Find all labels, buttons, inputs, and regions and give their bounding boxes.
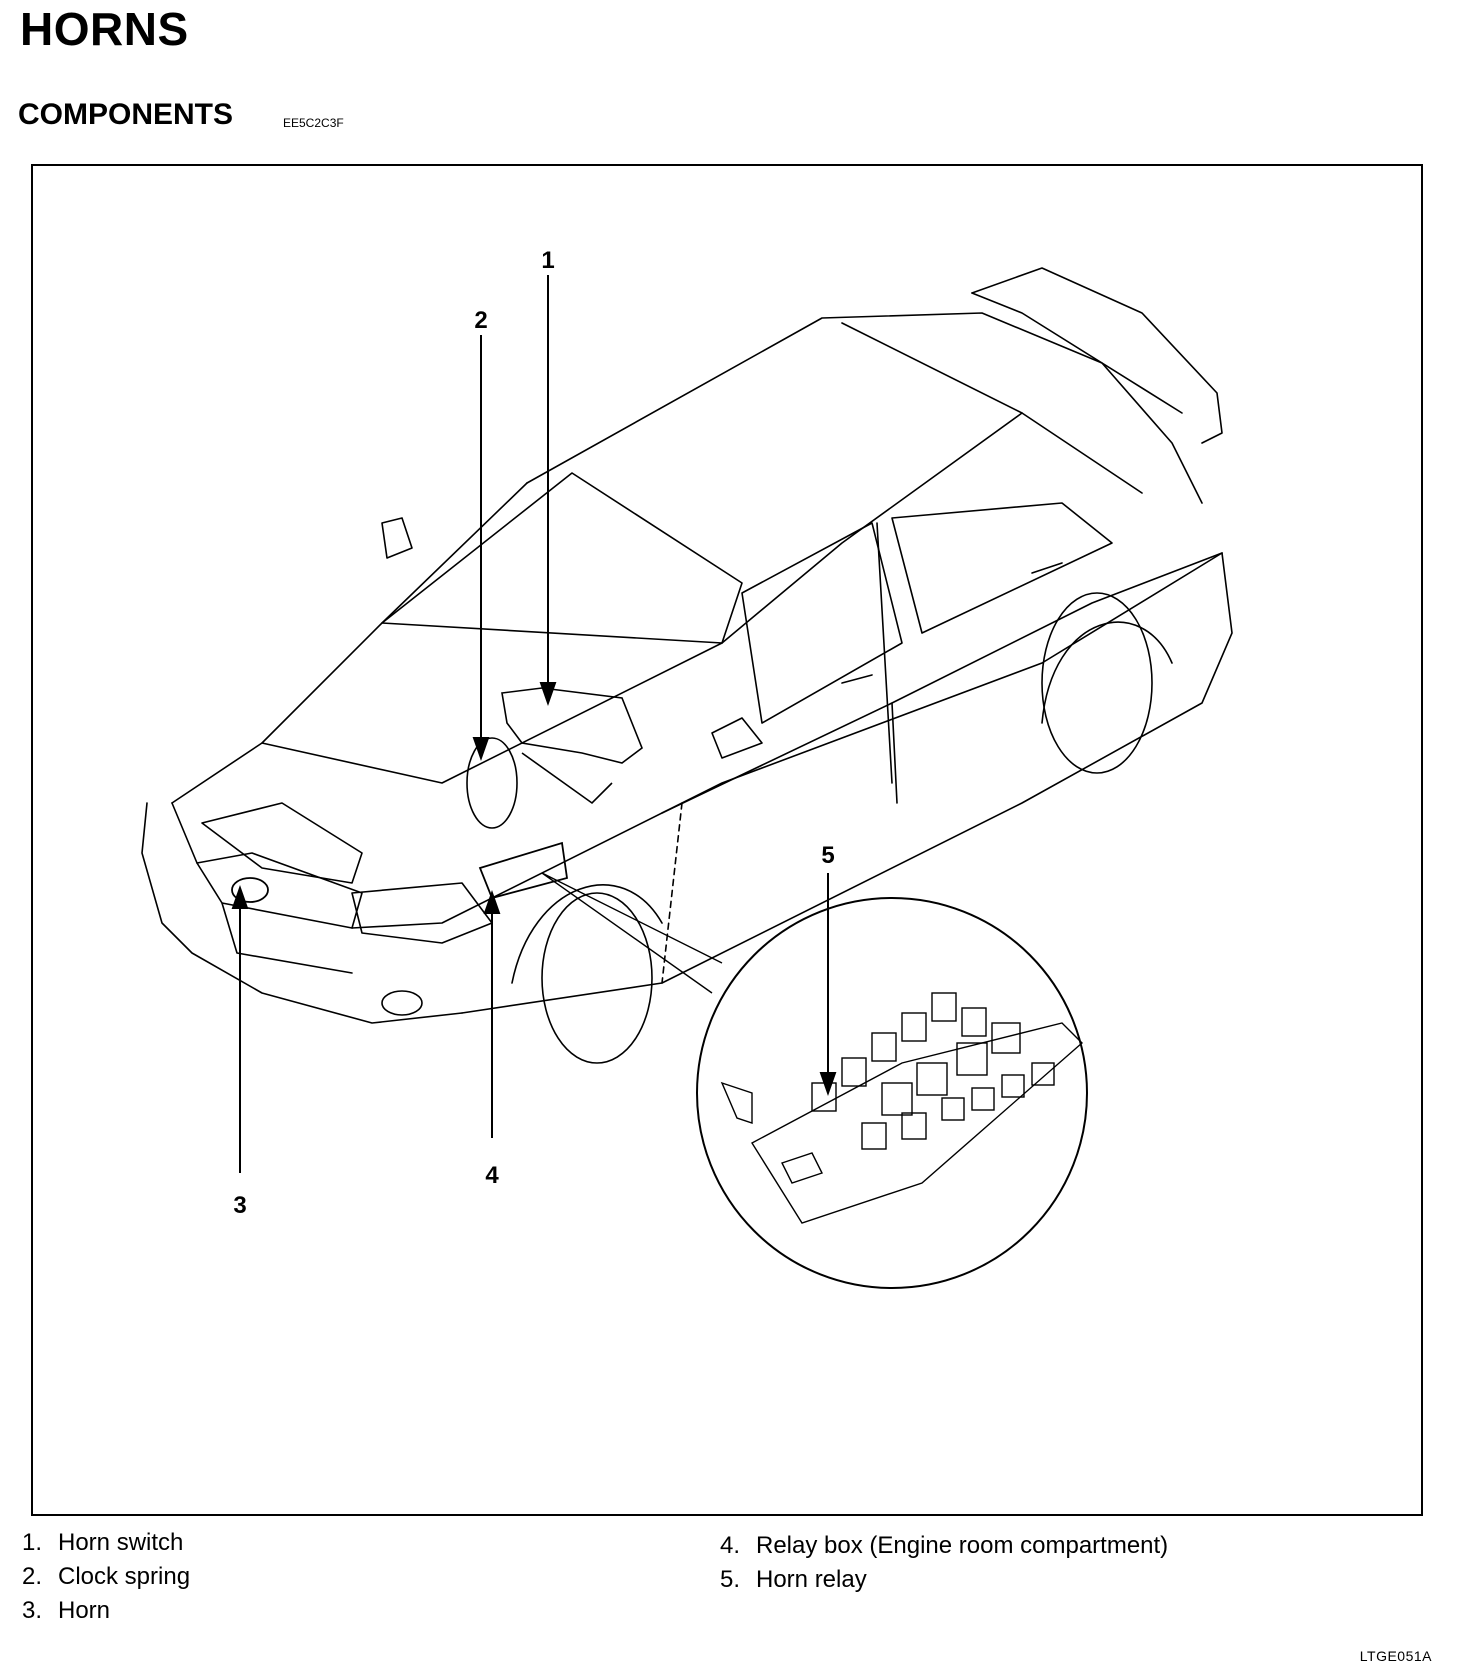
legend-num: 4. [720, 1532, 741, 1559]
leader-lines [231, 275, 837, 1173]
horn-switch-shape [466, 687, 643, 829]
legend-num: 1. [22, 1529, 43, 1556]
legend-label: Horn switch [58, 1529, 184, 1556]
legend-item: 3. Horn [22, 1594, 190, 1628]
horn-shape [231, 877, 269, 903]
callout-1: 1 [541, 247, 554, 274]
legend-label: Horn relay [756, 1566, 867, 1593]
section-code: EE5C2C3F [283, 116, 344, 130]
callout-4: 4 [485, 1162, 499, 1189]
zoom-lines [541, 872, 723, 994]
diagram-frame [31, 164, 1423, 1516]
legend-label: Horn [58, 1597, 111, 1624]
legend-item: 2. Clock spring [22, 1560, 190, 1594]
page-title: HORNS [20, 3, 189, 55]
legend-num: 3. [22, 1597, 43, 1624]
relay-box-shape [478, 841, 569, 900]
clock-spring-shape [466, 737, 518, 829]
legend-right: 4. Relay box (Engine room compartment) 5.… [720, 1529, 1168, 1597]
legend-num: 5. [720, 1566, 741, 1593]
section-title: COMPONENTS [18, 98, 234, 131]
legend-item: 4. Relay box (Engine room compartment) [720, 1529, 1168, 1563]
car-diagram: 1 2 3 4 5 [31, 164, 1423, 1516]
relay-box-inset [696, 897, 1088, 1289]
legend-item: 5. Horn relay [720, 1563, 1168, 1597]
callout-5: 5 [821, 842, 834, 869]
legend-label: Clock spring [58, 1563, 191, 1590]
legend-item: 1. Horn switch [22, 1526, 190, 1560]
callout-3: 3 [233, 1192, 246, 1219]
car-outline [141, 267, 1233, 1064]
figure-id: LTGE051A [1359, 1648, 1432, 1664]
legend-left: 1. Horn switch 2. Clock spring 3. Horn [22, 1526, 190, 1628]
callout-2: 2 [474, 307, 487, 334]
legend-num: 2. [22, 1563, 43, 1590]
legend-label: Relay box (Engine room compartment) [756, 1532, 1169, 1559]
